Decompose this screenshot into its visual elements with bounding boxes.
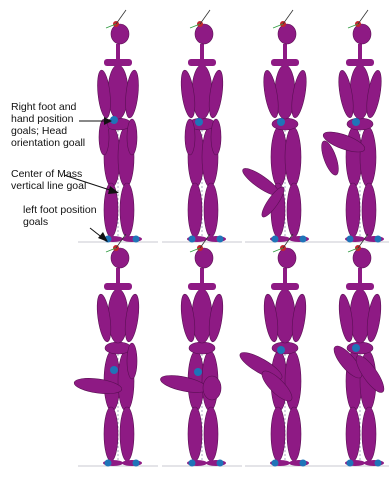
figure-bottom-4 <box>320 234 389 467</box>
figure-top-4 <box>318 10 389 243</box>
foot-goal-line-1: left foot position <box>23 204 97 216</box>
figure-bottom-1 <box>73 234 158 467</box>
figure-top-3 <box>240 10 325 243</box>
foot-goal-annotation: left foot position goals <box>23 204 97 228</box>
figure-bottom-3 <box>237 234 325 467</box>
com-goal-annotation: Center of Mass vertical line goal <box>11 168 86 192</box>
foot-goal-line-2: goals <box>23 216 97 228</box>
figure-top-2 <box>162 10 242 243</box>
hand-goal-line-3: goals; Head <box>11 125 85 137</box>
com-goal-line-1: Center of Mass <box>11 168 86 180</box>
hand-goal-line-1: Right foot and <box>11 101 85 113</box>
hand-goal-line-2: hand position <box>11 113 85 125</box>
figure-bottom-2 <box>159 234 242 467</box>
hand-goal-annotation: Right foot and hand position goals; Head… <box>11 101 85 149</box>
com-goal-line-2: vertical line goal <box>11 180 86 192</box>
hand-goal-line-4: orientation goall <box>11 137 85 149</box>
